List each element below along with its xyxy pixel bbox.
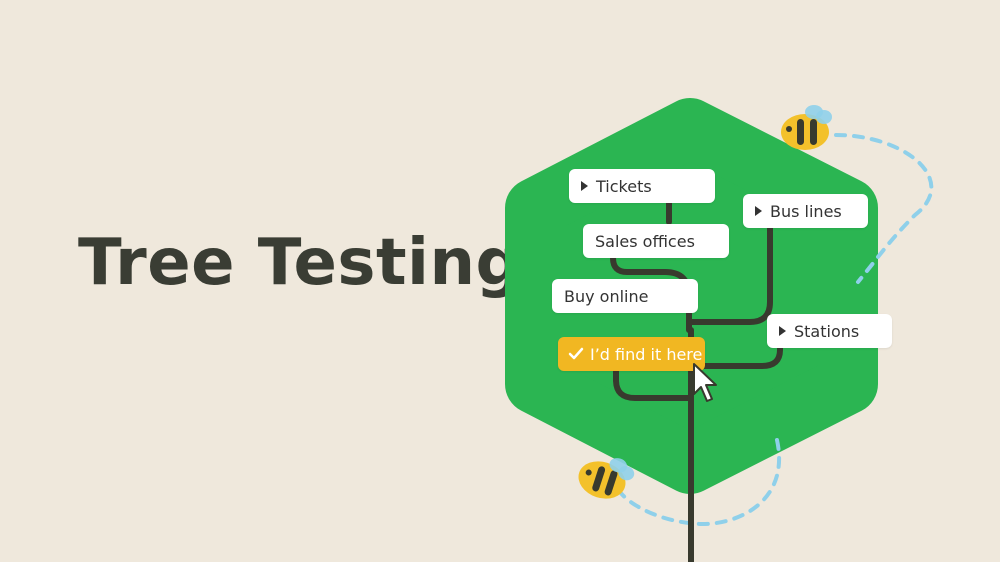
tree-node-label: Buy online xyxy=(564,286,649,306)
triangle-right-icon xyxy=(755,206,762,216)
check-icon xyxy=(568,347,584,361)
find-it-here-label: I’d find it here xyxy=(590,344,703,364)
cursor-icon xyxy=(693,363,717,402)
triangle-right-icon xyxy=(581,181,588,191)
triangle-right-icon xyxy=(779,326,786,336)
tree-node-label: Stations xyxy=(794,321,860,341)
tree-node-label: Sales offices xyxy=(595,231,695,251)
bee-icon xyxy=(578,458,635,499)
tree-node-label: Bus lines xyxy=(770,201,842,221)
tree-node-sales-offices[interactable]: Sales offices xyxy=(583,224,729,258)
tree-node-buy-online[interactable]: Buy online xyxy=(552,279,698,313)
bee-icon xyxy=(781,105,832,150)
page-title: Tree Testing xyxy=(78,226,522,300)
tree-node-label: Tickets xyxy=(596,176,652,196)
find-it-here-button[interactable]: I’d find it here xyxy=(558,337,705,371)
tree-node-bus-lines[interactable]: Bus lines xyxy=(743,194,868,228)
flight-path-top xyxy=(834,133,934,284)
flight-path-bottom xyxy=(618,438,781,527)
tree-node-tickets[interactable]: Tickets xyxy=(569,169,715,203)
tree-node-stations[interactable]: Stations xyxy=(767,314,892,348)
